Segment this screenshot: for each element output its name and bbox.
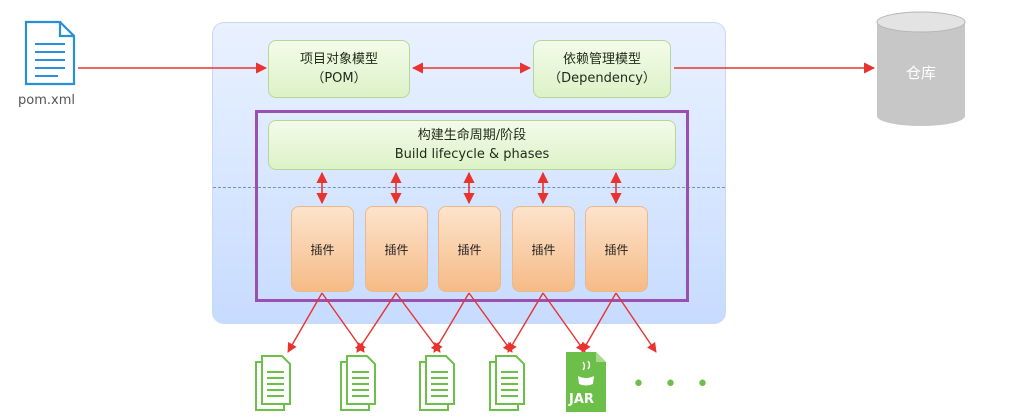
more-outputs-ellipsis: • • • xyxy=(632,372,715,397)
plugin-output-arrows xyxy=(287,292,657,353)
plugin-box: 插件 xyxy=(438,206,501,292)
lifecycle-title: 构建生命周期/阶段 xyxy=(417,128,527,143)
jar-label: JAR xyxy=(569,392,594,407)
lifecycle-plugin-arrows xyxy=(316,171,622,205)
repository-label: 仓库 xyxy=(905,64,936,82)
pom-model-box: 项目对象模型 （POM） xyxy=(268,40,410,98)
plugin-label: 插件 xyxy=(310,242,335,257)
pom-file-label: pom.xml xyxy=(18,93,75,108)
dependency-model-subtitle: （Dependency） xyxy=(548,71,656,86)
plugin-label: 插件 xyxy=(384,242,409,257)
plugin-label: 插件 xyxy=(604,242,629,257)
pom-model-subtitle: （POM） xyxy=(311,71,367,86)
document-icon xyxy=(419,355,455,411)
document-icon xyxy=(340,355,376,411)
document-icon xyxy=(255,355,291,411)
plugin-box: 插件 xyxy=(512,206,575,292)
database-cylinder-icon xyxy=(876,11,966,126)
pom-model-title: 项目对象模型 xyxy=(299,52,378,67)
dependency-model-title: 依赖管理模型 xyxy=(562,52,641,67)
build-lifecycle-box: 构建生命周期/阶段 Build lifecycle & phases xyxy=(268,120,676,170)
plugin-box: 插件 xyxy=(291,206,354,292)
plugin-box: 插件 xyxy=(585,206,648,292)
build-plugin-frame xyxy=(255,110,689,302)
document-icon xyxy=(24,20,76,86)
lifecycle-subtitle: Build lifecycle & phases xyxy=(394,147,550,162)
java-jar-icon xyxy=(566,352,606,412)
plugin-box: 插件 xyxy=(365,206,428,292)
plugin-label: 插件 xyxy=(531,242,556,257)
plugin-label: 插件 xyxy=(457,242,482,257)
document-icon xyxy=(489,355,525,411)
dependency-model-box: 依赖管理模型 （Dependency） xyxy=(533,40,671,98)
